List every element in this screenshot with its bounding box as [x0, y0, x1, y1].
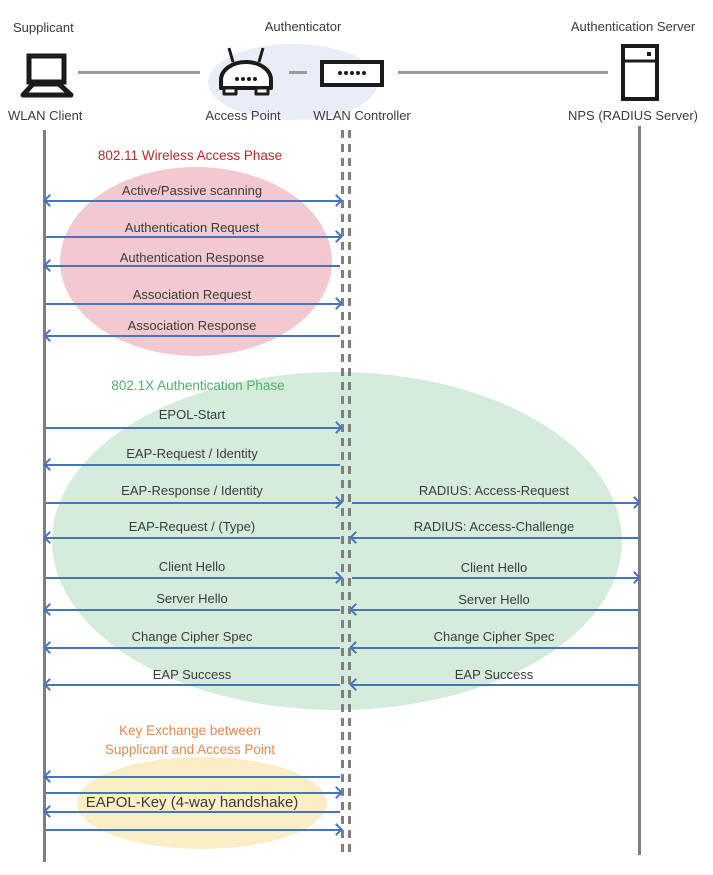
- message-label-authentication-request: Authentication Request: [124, 220, 260, 235]
- role-label-authentication-server: Authentication Server: [570, 19, 696, 34]
- message-label-authentication-response: Authentication Response: [119, 250, 265, 265]
- arrow-eap-response-identity: [46, 502, 340, 504]
- message-label-server-hello-left: Server Hello: [156, 591, 228, 606]
- arrow-eapol-key-2: [46, 792, 340, 794]
- arrow-authentication-response: [46, 265, 340, 267]
- message-label-eap-success-left: EAP Success: [152, 667, 232, 682]
- arrow-change-cipher-spec-left: [46, 647, 340, 649]
- arrow-authentication-request: [46, 236, 340, 238]
- arrow-eapol-key-4: [46, 829, 340, 831]
- phase-title-key-exchange: Key Exchange between Supplicant and Acce…: [105, 721, 275, 759]
- phase-ellipse-key-exchange: [77, 757, 327, 849]
- message-label-radius-access-challenge: RADIUS: Access-Challenge: [413, 519, 575, 534]
- arrow-eapol-key-1: [46, 776, 340, 778]
- arrow-epol-start: [46, 427, 340, 429]
- arrow-client-hello-left: [46, 577, 340, 579]
- phase-ellipse-80211: [60, 167, 332, 356]
- arrow-eap-request-type: [46, 537, 340, 539]
- lifeline-supplicant: [43, 130, 46, 862]
- arrow-client-hello-right: [352, 577, 638, 579]
- message-label-association-request: Association Request: [132, 287, 252, 302]
- message-label-scanning: Active/Passive scanning: [121, 183, 263, 198]
- arrow-eap-success-right: [352, 684, 638, 686]
- connector-controller-server: [398, 71, 608, 74]
- message-label-server-hello-right: Server Hello: [458, 592, 530, 607]
- arrow-association-request: [46, 303, 340, 305]
- message-label-client-hello-left: Client Hello: [158, 559, 226, 574]
- connector-client-ap: [78, 71, 200, 74]
- message-label-change-cipher-spec-left: Change Cipher Spec: [131, 629, 253, 644]
- arrow-eap-request-identity: [46, 464, 340, 466]
- wlan-controller-icon: [320, 60, 384, 87]
- arrow-eapol-key-3: [46, 811, 340, 813]
- message-label-epol-start: EPOL-Start: [158, 407, 226, 422]
- connector-ap-controller: [289, 71, 307, 74]
- message-label-eap-request-type: EAP-Request / (Type): [128, 519, 256, 534]
- laptop-icon: [12, 53, 78, 99]
- phase-title-key-exchange-line1: Key Exchange between: [119, 723, 261, 738]
- node-label-access-point: Access Point: [205, 108, 281, 123]
- lifeline-access-point-dashed: [341, 130, 344, 855]
- arrow-radius-access-challenge: [352, 537, 638, 539]
- phase-title-80211-wireless-access: 802.11 Wireless Access Phase: [97, 148, 283, 163]
- role-label-supplicant: Supplicant: [13, 20, 74, 35]
- message-label-eap-request-identity: EAP-Request / Identity: [126, 446, 258, 461]
- node-label-wlan-client: WLAN Client: [8, 108, 83, 123]
- node-label-wlan-controller: WLAN Controller: [313, 108, 411, 123]
- arrow-change-cipher-spec-right: [352, 647, 638, 649]
- lifeline-wlan-controller-dashed: [348, 130, 351, 855]
- node-label-nps-radius-server: NPS (RADIUS Server): [567, 108, 699, 123]
- phase-title-8021x-authentication: 802.1X Authentication Phase: [111, 378, 285, 393]
- role-label-authenticator: Authenticator: [264, 19, 342, 34]
- message-label-eap-response-identity: EAP-Response / Identity: [121, 483, 263, 498]
- arrow-scanning: [46, 200, 340, 202]
- lifeline-radius-server: [638, 126, 641, 855]
- message-label-radius-access-request: RADIUS: Access-Request: [418, 483, 570, 498]
- arrow-radius-access-request: [352, 502, 638, 504]
- message-label-change-cipher-spec-right: Change Cipher Spec: [433, 629, 555, 644]
- arrow-server-hello-right: [352, 609, 638, 611]
- message-label-association-response: Association Response: [127, 318, 257, 333]
- arrow-server-hello-left: [46, 609, 340, 611]
- arrow-association-response: [46, 335, 340, 337]
- arrow-eap-success-left: [46, 684, 340, 686]
- message-label-client-hello-right: Client Hello: [460, 560, 528, 575]
- server-icon: [621, 44, 659, 101]
- message-label-eap-success-right: EAP Success: [454, 667, 534, 682]
- phase-title-key-exchange-line2: Supplicant and Access Point: [104, 742, 276, 757]
- message-label-eapol-key: EAPOL-Key (4-way handshake): [85, 794, 299, 811]
- access-point-icon: [216, 46, 276, 102]
